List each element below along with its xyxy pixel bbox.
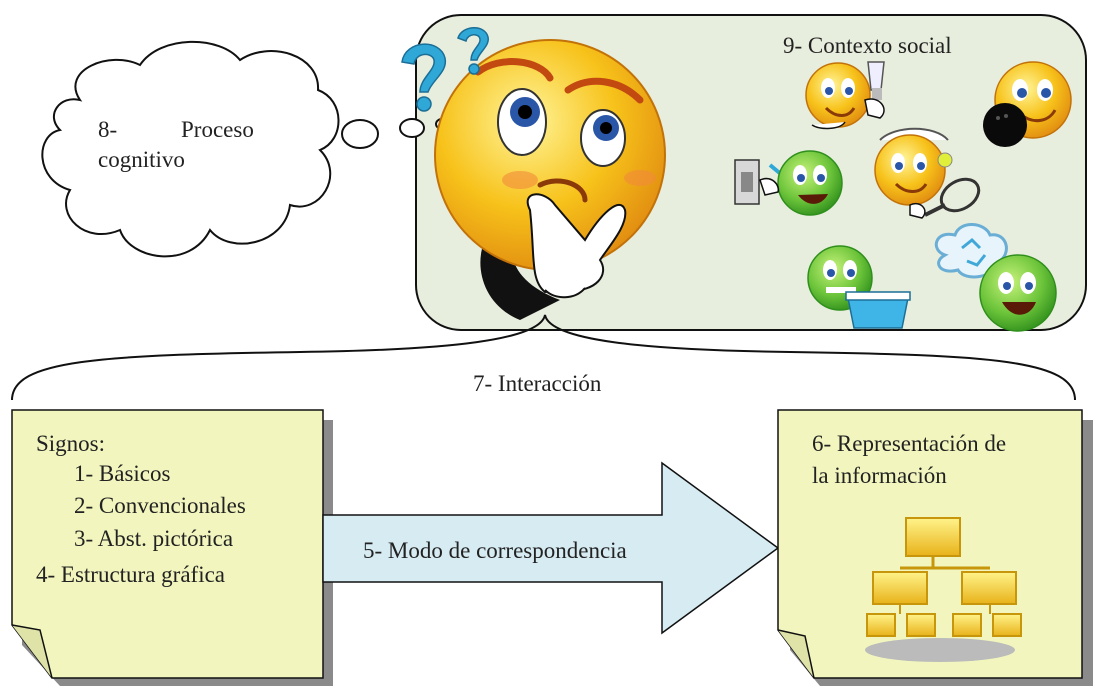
smiley-recycle-bin-icon <box>807 245 911 329</box>
representation-line1: 6- Representación de <box>812 431 1007 456</box>
representation-line2: la información <box>812 463 947 488</box>
question-marks-icon <box>401 27 489 112</box>
signs-item: 2- Convencionales <box>74 493 246 518</box>
smiley-tennis-icon <box>874 127 981 219</box>
signs-item: 1- Básicos <box>74 461 171 486</box>
mapping-arrow <box>322 461 780 635</box>
signs-extra: 4- Estructura gráfica <box>36 562 226 587</box>
mapping-arrow-label: 5- Modo de correspondencia <box>363 538 627 563</box>
social-context-title: 9- Contexto social <box>783 33 952 58</box>
thought-cloud-line2: cognitivo <box>98 147 185 172</box>
smiley-bulb-icon <box>805 61 885 130</box>
smiley-switch-icon <box>734 150 843 216</box>
interaction-label: 7- Interacción <box>473 371 602 396</box>
signs-heading: Signos: <box>36 431 106 456</box>
smiley-bowling-icon <box>983 61 1072 147</box>
interaction-brace <box>11 314 1076 401</box>
smiley-recycle-cloud-icon <box>934 223 1057 332</box>
org-chart-icon <box>865 517 1022 662</box>
thought-cloud-number: 8- <box>98 117 118 142</box>
thought-cloud-word: Proceso <box>181 117 254 142</box>
signs-note <box>11 409 333 686</box>
thinking-smiley-icon <box>434 39 666 320</box>
signs-item: 3- Abst. pictórica <box>74 526 234 551</box>
